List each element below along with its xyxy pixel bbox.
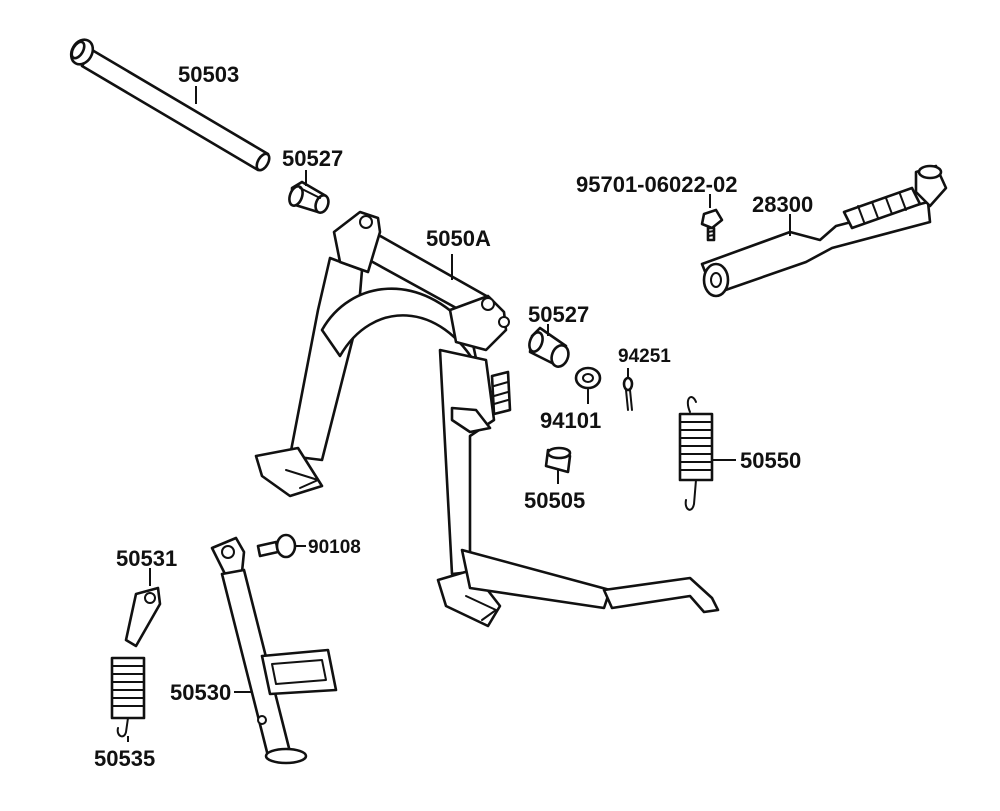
collar-50505 — [544, 446, 572, 474]
cotter-pin-94251 — [622, 376, 634, 411]
bolt-95701 — [700, 208, 724, 242]
shaft-50503 — [69, 38, 271, 172]
bushing-50527-top — [288, 180, 330, 215]
washer-94101 — [574, 366, 602, 390]
label-50550: 50550 — [740, 448, 801, 473]
spring-50535 — [110, 656, 146, 738]
label-28300: 28300 — [752, 192, 813, 217]
bushing-50527-right — [528, 326, 570, 368]
bolt-90108 — [256, 533, 297, 559]
label-50535: 50535 — [94, 746, 155, 771]
label-50530: 50530 — [170, 680, 231, 705]
label-95701: 95701-06022-02 — [576, 172, 737, 197]
label-50527-right: 50527 — [528, 302, 589, 327]
side-stand-50530 — [210, 536, 338, 765]
kick-lever-28300 — [700, 164, 948, 298]
label-50531: 50531 — [116, 546, 177, 571]
plate-50531 — [124, 586, 162, 648]
main-stand-5050A — [254, 210, 720, 628]
label-94251: 94251 — [618, 346, 671, 367]
label-5050A: 5050A — [426, 226, 491, 251]
label-50505: 50505 — [524, 488, 585, 513]
label-94101: 94101 — [540, 408, 601, 433]
label-90108: 90108 — [308, 537, 361, 558]
label-50527-top: 50527 — [282, 146, 343, 171]
spring-50550 — [678, 396, 714, 511]
label-50503: 50503 — [178, 62, 239, 87]
